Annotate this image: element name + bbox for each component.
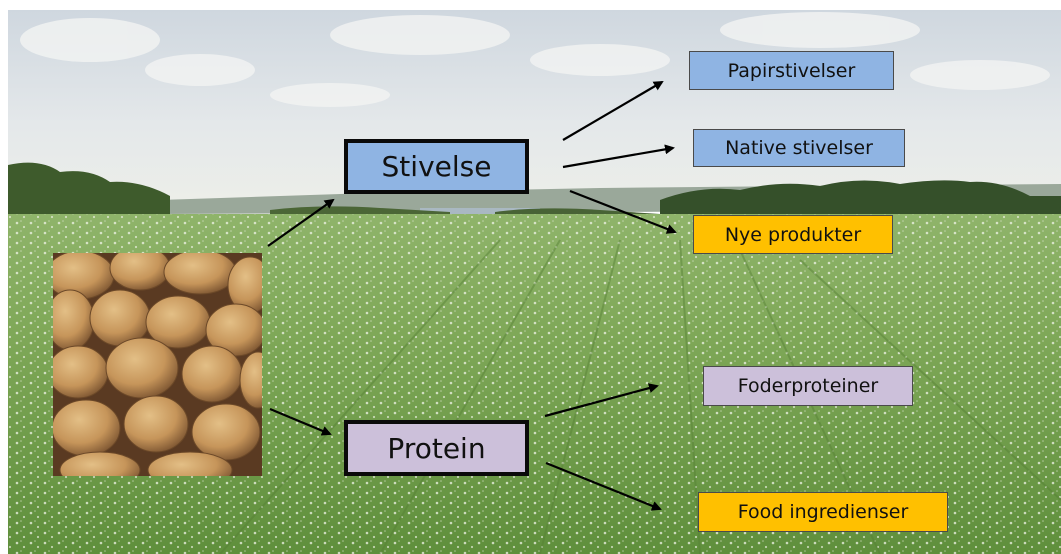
output-foderproteiner-label: Foderproteiner xyxy=(738,375,878,397)
starch-node: Stivelse xyxy=(344,139,529,194)
output-papirstivelser-label: Papirstivelser xyxy=(728,60,856,82)
output-foderproteiner: Foderproteiner xyxy=(703,366,913,406)
output-native-stivelser-label: Native stivelser xyxy=(725,137,873,159)
output-food-ingredienser: Food ingredienser xyxy=(698,492,948,532)
potato-pile-photo xyxy=(46,246,276,488)
protein-label: Protein xyxy=(387,432,485,465)
output-papirstivelser: Papirstivelser xyxy=(689,51,894,90)
output-food-ingredienser-label: Food ingredienser xyxy=(738,501,909,523)
output-nye-produkter: Nye produkter xyxy=(693,215,893,254)
output-native-stivelser: Native stivelser xyxy=(693,129,905,167)
starch-label: Stivelse xyxy=(382,150,492,183)
protein-node: Protein xyxy=(344,420,529,476)
output-nye-produkter-label: Nye produkter xyxy=(725,224,861,246)
